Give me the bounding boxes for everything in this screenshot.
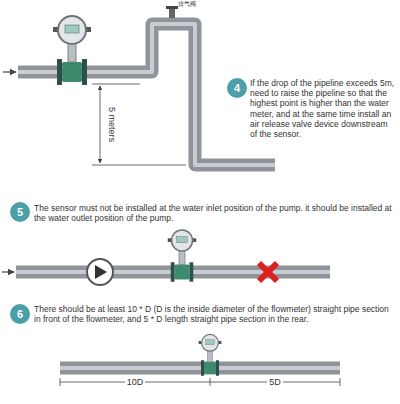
dimension-tick [340, 378, 341, 386]
pipe [60, 362, 340, 375]
note-text: If the drop of the pipeline exceeds 5m, … [250, 78, 396, 139]
note-text: There should be at least 10 * D (D is th… [34, 304, 396, 324]
extension-line [92, 165, 186, 166]
flowmeter [168, 230, 197, 282]
air-release-valve [169, 9, 175, 18]
neck [68, 43, 76, 62]
wrong-mark [259, 263, 277, 281]
callout-number: 4 [234, 82, 240, 94]
extension-line [92, 84, 140, 85]
dimension-label: 10D [125, 377, 146, 388]
dimension-tick [210, 378, 211, 386]
flow-arrow [2, 271, 14, 272]
transmitter-head [202, 334, 219, 351]
callout-number: 6 [17, 308, 23, 320]
flowmeter [53, 16, 91, 85]
flange [216, 360, 219, 376]
sensor-body [175, 265, 190, 280]
pump-arrow [95, 265, 107, 279]
callout-circle: 6 [10, 304, 30, 324]
pipe-highlight [18, 24, 275, 165]
flowmeter [199, 334, 222, 375]
air-release-valve [166, 6, 178, 9]
neck [208, 351, 213, 362]
flow-arrow [3, 71, 16, 72]
flange [171, 262, 175, 282]
flange [201, 360, 204, 376]
dimension-line [100, 86, 101, 163]
callout-number: 5 [17, 206, 23, 218]
flange [190, 262, 194, 282]
flange [82, 59, 87, 85]
callout-circle: 5 [10, 202, 30, 222]
wrong-mark [259, 263, 277, 281]
dimension-line [60, 382, 340, 383]
pump [87, 259, 113, 285]
dimension-tick [60, 378, 61, 386]
display [65, 25, 79, 33]
dimension-label: 5D [267, 377, 283, 388]
callout-circle: 4 [227, 78, 247, 98]
display [177, 237, 188, 243]
sensor-body [204, 362, 216, 374]
pipe-highlight [60, 366, 340, 370]
valve-label: 排气阀 [178, 1, 196, 8]
transmitter-head [58, 16, 86, 44]
display [206, 340, 214, 345]
dimension-label: 5 meters [107, 104, 118, 143]
sensor-body [62, 62, 82, 82]
flange [57, 59, 62, 85]
pipe [18, 24, 275, 165]
neck [179, 250, 185, 264]
note-text: The sensor must not be installed at the … [34, 203, 396, 223]
transmitter-head [172, 230, 193, 251]
